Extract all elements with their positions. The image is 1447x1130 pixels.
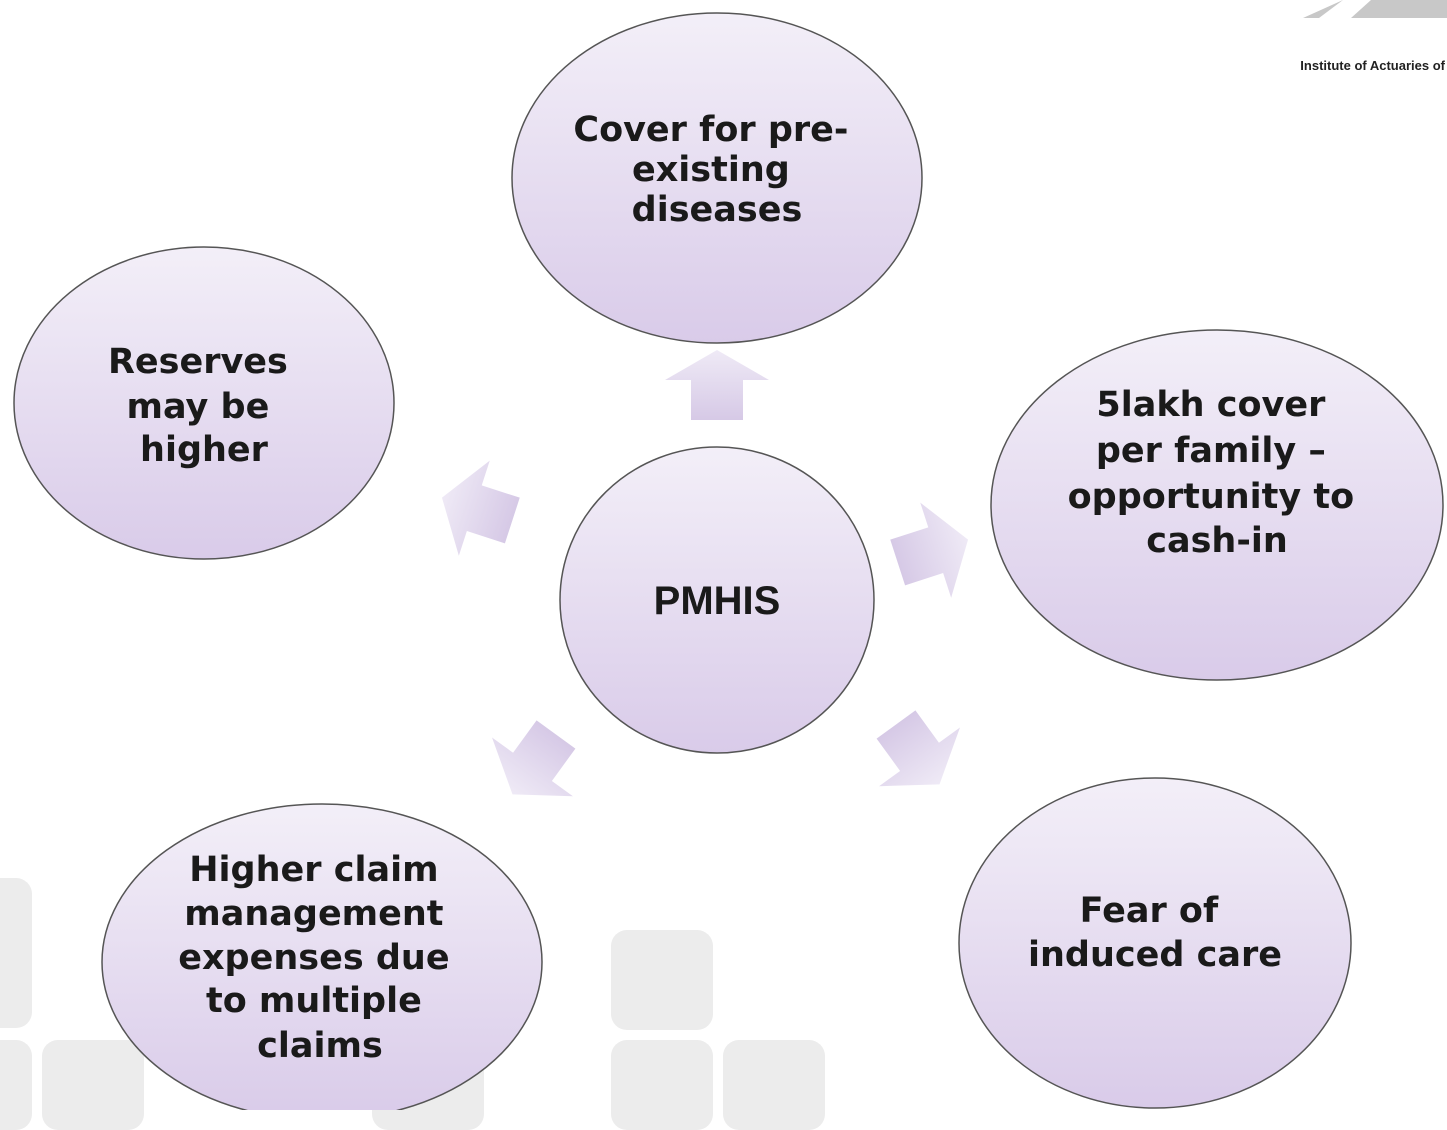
node-label-bottom-left: Higher claim management expenses due to … [178, 850, 462, 1066]
background-square [0, 878, 32, 1028]
background-square [611, 930, 713, 1030]
arrow-upper-right [890, 502, 969, 598]
node-label-right: 5lakh cover per family – opportunity to … [1068, 385, 1367, 561]
node-label-bottom-right: Fear of induced care [1028, 891, 1282, 975]
bubble-center [559, 446, 875, 754]
logo-mark-icon [1303, 0, 1447, 18]
bubble-right [990, 329, 1444, 681]
institute-name: Institute of Actuaries of [1300, 58, 1445, 73]
arrow-upper-left [441, 460, 520, 556]
arrow-up [665, 350, 769, 420]
node-label-left: Reserves may be higher [108, 342, 300, 470]
arrow-lower-left [492, 720, 576, 797]
institute-logo [1247, 0, 1447, 80]
bubble-bottom-left [101, 803, 543, 1110]
arrow-lower-right [876, 710, 960, 787]
node-label-top: Cover for pre- existing diseases [573, 110, 860, 230]
bubble-top [511, 12, 923, 344]
center-label: PMHIS [654, 579, 781, 623]
bubble-bottom-right [958, 777, 1352, 1109]
bubble-left [13, 246, 395, 560]
